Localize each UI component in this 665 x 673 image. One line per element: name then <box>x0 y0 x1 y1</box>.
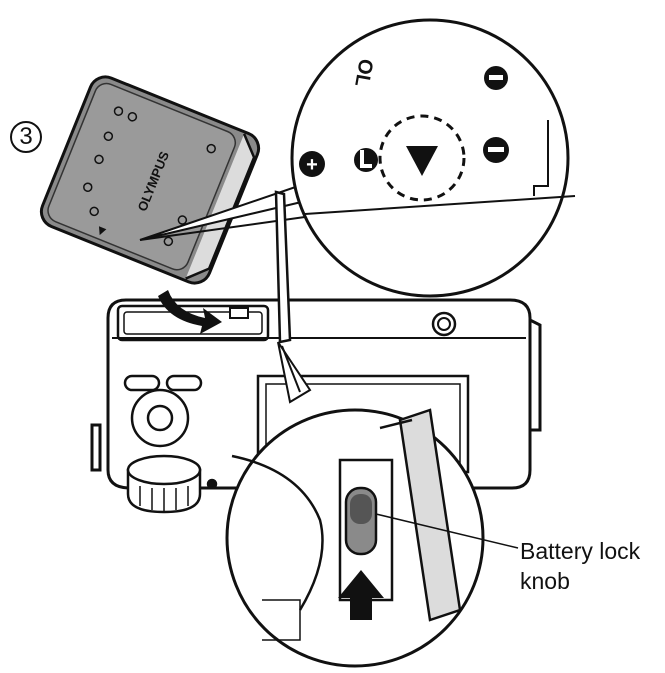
mark-highlight <box>378 114 466 202</box>
battery-lock-knob-label: Battery lock knob <box>520 536 640 596</box>
insert-arrow <box>158 290 222 334</box>
plus-terminal-icon: + <box>299 151 325 177</box>
callout-line-1: Battery lock <box>520 538 641 564</box>
sensor-terminal-icon <box>354 148 378 172</box>
battery-compartment <box>116 304 270 342</box>
door-lever <box>274 190 292 344</box>
mode-dial <box>126 454 202 514</box>
callout-line-2: knob <box>520 568 570 594</box>
push-up-arrow <box>338 570 384 620</box>
zoom-callout-bottom <box>225 341 519 668</box>
callout-leader-line <box>375 513 519 549</box>
battery-lock-knob <box>344 486 378 556</box>
minus-terminal-icon <box>483 137 509 163</box>
step-number: 3 <box>10 121 42 153</box>
battery: OLYMPUS <box>39 75 261 285</box>
svg-text:+: + <box>306 154 318 176</box>
control-buttons <box>123 374 218 490</box>
tripod-socket <box>431 311 457 337</box>
minus-terminal-icon-top <box>484 66 508 90</box>
battery-mark-icon <box>406 146 438 176</box>
zoom-callout-top: + OL <box>139 18 576 298</box>
battery-partial-text: OL <box>350 57 376 88</box>
